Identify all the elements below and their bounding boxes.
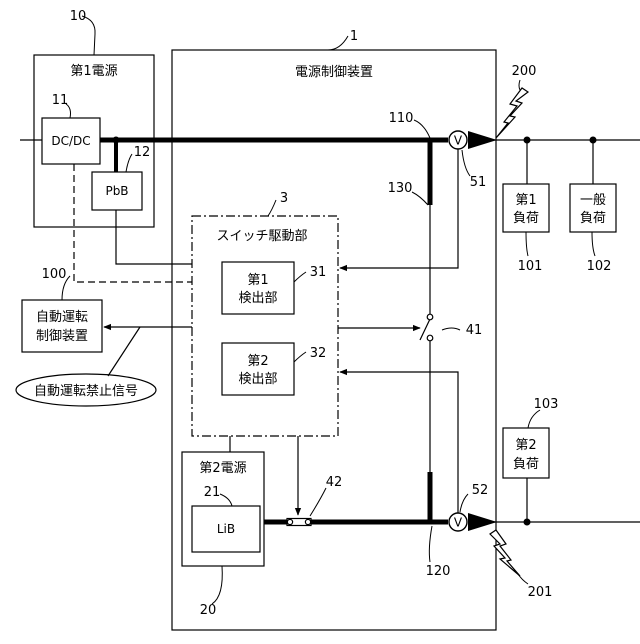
- ref-32: 32: [310, 346, 327, 361]
- dcdc-label: DC/DC: [51, 134, 90, 148]
- v52-to-detector2-arrow: [340, 372, 458, 513]
- auto-drive-controller-box: [22, 300, 102, 352]
- leader-42: [310, 488, 326, 516]
- ref-11: 11: [52, 93, 69, 108]
- prohibit-signal-leader: [108, 327, 140, 376]
- leader-31: [294, 272, 306, 282]
- leader-21: [220, 494, 232, 506]
- leader-103: [528, 410, 540, 428]
- ref-120: 120: [426, 564, 451, 579]
- ref-41: 41: [466, 323, 483, 338]
- lib-label: LiB: [217, 522, 235, 536]
- second-detector-box: [222, 343, 294, 395]
- leader-51: [462, 150, 470, 176]
- leader-120: [429, 526, 432, 562]
- detector2-line1: 第2: [247, 354, 268, 369]
- leader-201: [518, 574, 528, 584]
- switch-42-right-contact: [305, 519, 310, 524]
- auto-ctrl-line2: 制御装置: [36, 329, 88, 344]
- ref-103: 103: [534, 397, 559, 412]
- ref-12: 12: [134, 145, 151, 160]
- ref-10: 10: [70, 9, 87, 24]
- ref-3: 3: [280, 191, 288, 206]
- ref-102: 102: [587, 259, 612, 274]
- v51-to-detector1-arrow: [340, 149, 458, 268]
- leader-32: [294, 352, 306, 362]
- general-load-line1: 一般: [580, 192, 606, 208]
- load2-line1: 第2: [515, 438, 536, 453]
- leader-130: [412, 192, 428, 205]
- pbb-junction-dot: [113, 137, 120, 144]
- leader-102: [592, 232, 595, 256]
- device-title: 電源制御装置: [295, 65, 373, 80]
- leader-52: [460, 494, 468, 512]
- lightning-200-icon: [496, 88, 528, 138]
- ref-52: 52: [472, 483, 489, 498]
- power1-title: 第1電源: [70, 64, 117, 79]
- switch-41-top-contact: [427, 314, 433, 320]
- pbb-label: PbB: [105, 184, 128, 198]
- leader-101: [526, 232, 528, 256]
- leader-200: [519, 80, 520, 90]
- leader-110: [414, 120, 430, 138]
- leader-1: [328, 36, 348, 50]
- ref-101: 101: [518, 259, 543, 274]
- ref-51: 51: [470, 175, 487, 190]
- voltmeter-52-symbol: V: [454, 516, 463, 530]
- prohibit-signal-label: 自動運転禁止信号: [34, 384, 138, 399]
- ref-110: 110: [389, 111, 414, 126]
- voltmeter-51-symbol: V: [454, 134, 463, 148]
- ref-201: 201: [528, 585, 553, 600]
- switch-41-bottom-contact: [427, 335, 433, 341]
- detector1-line2: 検出部: [238, 291, 277, 306]
- leader-20: [212, 566, 222, 604]
- auto-ctrl-line1: 自動運転: [36, 310, 88, 325]
- detector2-line2: 検出部: [238, 372, 277, 387]
- ref-1: 1: [350, 29, 358, 44]
- load1-line1: 第1: [515, 193, 536, 208]
- second-output-arrowhead: [468, 513, 497, 531]
- ref-100: 100: [42, 267, 67, 282]
- load1-line2: 負荷: [513, 211, 539, 226]
- ref-20: 20: [200, 603, 217, 618]
- general-load-line2: 負荷: [580, 211, 606, 226]
- leader-41: [442, 328, 460, 330]
- ref-42: 42: [326, 475, 343, 490]
- power2-title: 第2電源: [199, 461, 246, 476]
- power-control-device-box: [172, 50, 496, 630]
- ref-200: 200: [512, 64, 537, 79]
- lightning-201-icon: [490, 530, 520, 576]
- ref-130: 130: [388, 181, 413, 196]
- first-output-arrowhead: [468, 131, 497, 149]
- first-detector-box: [222, 262, 294, 314]
- ref-21: 21: [204, 485, 221, 500]
- load2-line2: 負荷: [513, 457, 539, 472]
- detector1-line1: 第1: [247, 273, 268, 288]
- switch-driver-box: [192, 216, 338, 436]
- leader-3: [268, 200, 276, 216]
- ref-31: 31: [310, 265, 327, 280]
- switch-driver-title: スイッチ駆動部: [216, 229, 307, 244]
- leader-12: [126, 154, 132, 172]
- switch-42-left-contact: [287, 519, 292, 524]
